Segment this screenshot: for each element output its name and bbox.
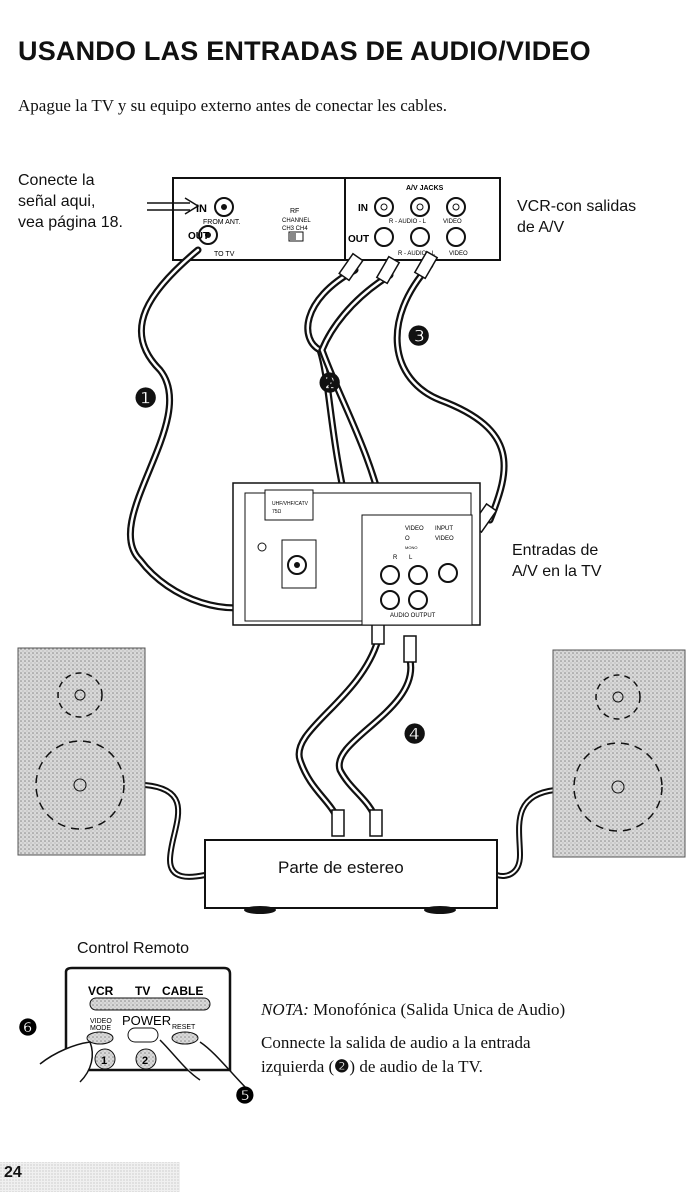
av-jacks-text: A/V JACKS bbox=[406, 185, 444, 192]
vcr-to-tv-text: TO TV bbox=[214, 251, 235, 258]
note-body-1: Connecte la salida de audio a la entrada bbox=[261, 1033, 531, 1052]
remote-video-label: VIDEO bbox=[90, 1018, 112, 1025]
tv-r-text: R bbox=[393, 555, 398, 561]
tv-input-text: INPUT bbox=[435, 526, 453, 532]
remote-num-1[interactable]: 1 bbox=[101, 1055, 107, 1067]
av-out-text: OUT bbox=[348, 234, 369, 245]
cables bbox=[126, 246, 558, 880]
tv-inputs-label: Entradas de A/V en la TV bbox=[512, 542, 602, 580]
tv-audio-output-text: AUDIO OUTPUT bbox=[390, 613, 436, 619]
stereo-box bbox=[204, 839, 498, 914]
av-video-top: VIDEO bbox=[443, 219, 462, 225]
remote-vcr[interactable]: VCR bbox=[88, 984, 114, 998]
tv-video2-text: VIDEO bbox=[435, 536, 454, 542]
vcr-label: VCR-con salidas de A/V bbox=[517, 198, 637, 236]
marker-4: ❹ bbox=[403, 719, 426, 749]
remote-power[interactable]: POWER bbox=[122, 1013, 171, 1028]
tv-antenna-label: UHF/VHF/CATV bbox=[272, 501, 309, 507]
av-in-text: IN bbox=[358, 203, 368, 214]
vcr-out-text: OUT bbox=[188, 231, 209, 242]
page-number: 24 bbox=[4, 1164, 22, 1181]
note-heading: NOTA: Monofónica (Salida Unica de Audio) bbox=[261, 1000, 566, 1019]
marker-2: ❷ bbox=[318, 368, 341, 398]
remote-num-2[interactable]: 2 bbox=[142, 1055, 148, 1067]
left-speaker bbox=[17, 647, 146, 856]
right-speaker bbox=[552, 649, 686, 858]
av-r-audio-l-top: R - AUDIO - L bbox=[389, 219, 427, 225]
connect-signal-label: Conecte la señal aqui, vea página 18. bbox=[18, 172, 123, 231]
tv-video-text: VIDEO bbox=[405, 526, 424, 532]
note-body-2: izquierda (❷) de audio de la TV. bbox=[261, 1057, 483, 1076]
stereo-label: Parte de estereo bbox=[278, 858, 404, 877]
vcr-channel-text: CHANNEL bbox=[282, 218, 311, 224]
remote-mode-label: MODE bbox=[90, 1025, 111, 1032]
remote-tv[interactable]: TV bbox=[135, 984, 150, 998]
tv-l-text: L bbox=[409, 555, 413, 561]
tv-o-text: O bbox=[405, 536, 410, 542]
marker-5: ❺ bbox=[235, 1083, 255, 1108]
marker-1: ❶ bbox=[134, 383, 157, 413]
vcr-from-ant-text: FROM ANT. bbox=[203, 219, 240, 226]
page-title: USANDO LAS ENTRADAS DE AUDIO/VIDEO bbox=[18, 36, 591, 66]
tv-antenna-ohm: 75Ω bbox=[272, 509, 282, 515]
tv-mono-text: MONO bbox=[405, 545, 417, 550]
vcr-panel: IN FROM ANT. OUT TO TV RF CHANNEL CH3 CH… bbox=[147, 177, 501, 261]
marker-3: ❸ bbox=[407, 321, 430, 351]
remote-cable[interactable]: CABLE bbox=[162, 984, 203, 998]
remote-title: Control Remoto bbox=[77, 940, 190, 957]
intro-text: Apague la TV y su equipo externo antes d… bbox=[18, 96, 447, 115]
av-r-audio-l-bottom: R - AUDIO - L bbox=[398, 251, 436, 257]
vcr-ch-text: CH3 CH4 bbox=[282, 226, 308, 232]
vcr-in-text: IN bbox=[196, 203, 207, 215]
remote-control: VCR TV CABLE VIDEO MODE POWER RESET 1 2 … bbox=[18, 966, 255, 1108]
remote-reset[interactable]: RESET bbox=[172, 1024, 196, 1031]
step-markers: ❶ ❷ ❸ ❹ bbox=[134, 321, 430, 749]
vcr-rf-text: RF bbox=[290, 208, 299, 215]
tv-panel: UHF/VHF/CATV 75Ω VIDEO INPUT O VIDEO MON… bbox=[232, 482, 481, 626]
av-video-bottom: VIDEO bbox=[449, 251, 468, 257]
marker-6: ❻ bbox=[18, 1015, 38, 1040]
